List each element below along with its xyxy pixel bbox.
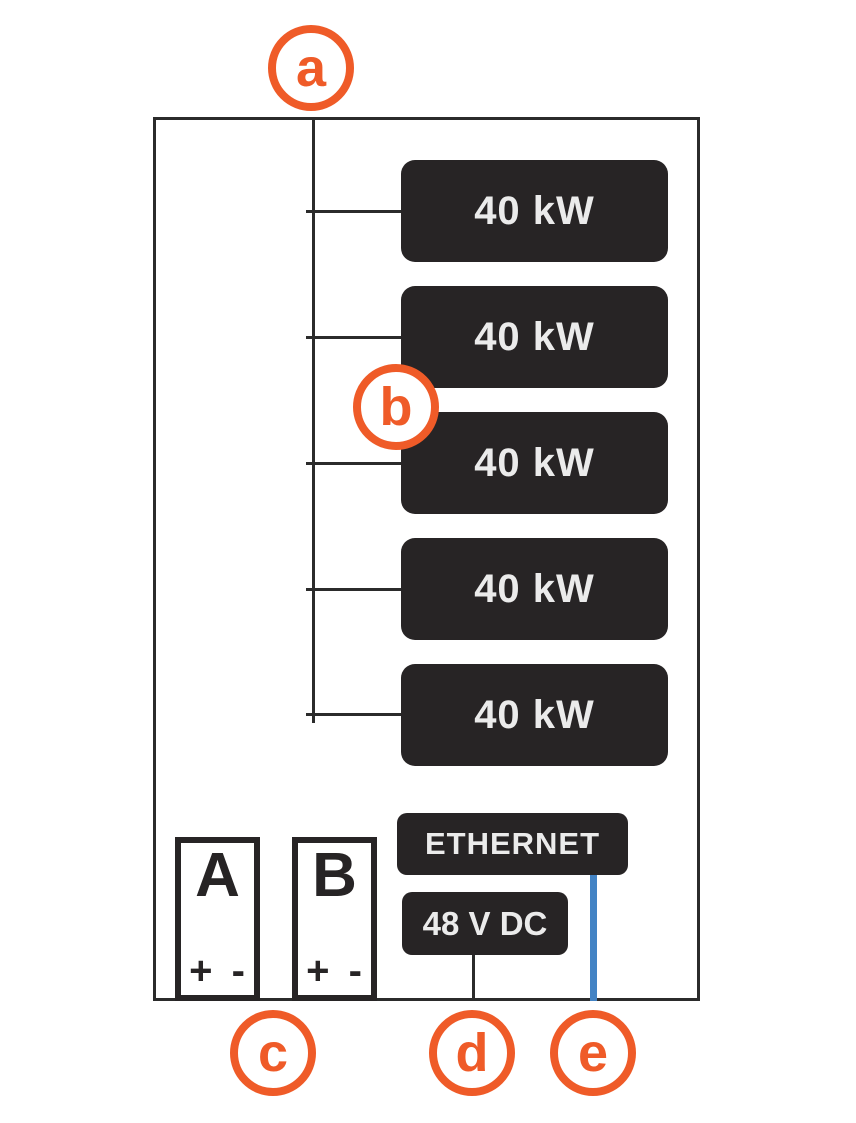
battery-box-a: A + - [175, 837, 260, 1001]
callout-c-letter: c [257, 1023, 289, 1083]
ethernet-port: ETHERNET [397, 813, 628, 875]
callout-a-letter: a [295, 38, 327, 98]
battery-a-label: A [195, 841, 240, 910]
callout-c: c [230, 1010, 316, 1096]
callout-d: d [429, 1010, 515, 1096]
battery-b-terminals: + - [306, 949, 363, 993]
branch-line-4 [306, 588, 402, 591]
callout-e-letter: e [577, 1023, 609, 1083]
callout-d-letter: d [455, 1023, 489, 1083]
power-module-label: 40 kW [474, 188, 595, 233]
power-module-label: 40 kW [474, 692, 595, 737]
power-module-5: 40 kW [401, 664, 668, 766]
branch-line-1 [306, 210, 402, 213]
branch-line-5 [306, 713, 402, 716]
battery-box-b: B + - [292, 837, 377, 1001]
power-module-1: 40 kW [401, 160, 668, 262]
callout-a: a [268, 25, 354, 111]
dc-bus-line [312, 117, 315, 723]
dc-supply-port: 48 V DC [402, 892, 568, 955]
callout-b-letter: b [379, 377, 413, 437]
power-module-label: 40 kW [474, 566, 595, 611]
battery-b-label: B [312, 841, 357, 910]
power-module-label: 40 kW [474, 440, 595, 485]
power-module-label: 40 kW [474, 314, 595, 359]
power-module-2: 40 kW [401, 286, 668, 388]
branch-line-2 [306, 336, 402, 339]
branch-line-3 [306, 462, 402, 465]
callout-b: b [353, 364, 439, 450]
cabinet-outline [153, 117, 700, 1001]
ethernet-port-label: ETHERNET [424, 826, 601, 861]
power-module-3: 40 kW [401, 412, 668, 514]
battery-a-terminals: + - [189, 949, 246, 993]
dc-supply-label: 48 V DC [422, 904, 548, 942]
power-module-4: 40 kW [401, 538, 668, 640]
callout-e: e [550, 1010, 636, 1096]
ethernet-cable-line [590, 875, 597, 1001]
dc-supply-line [472, 955, 475, 1001]
